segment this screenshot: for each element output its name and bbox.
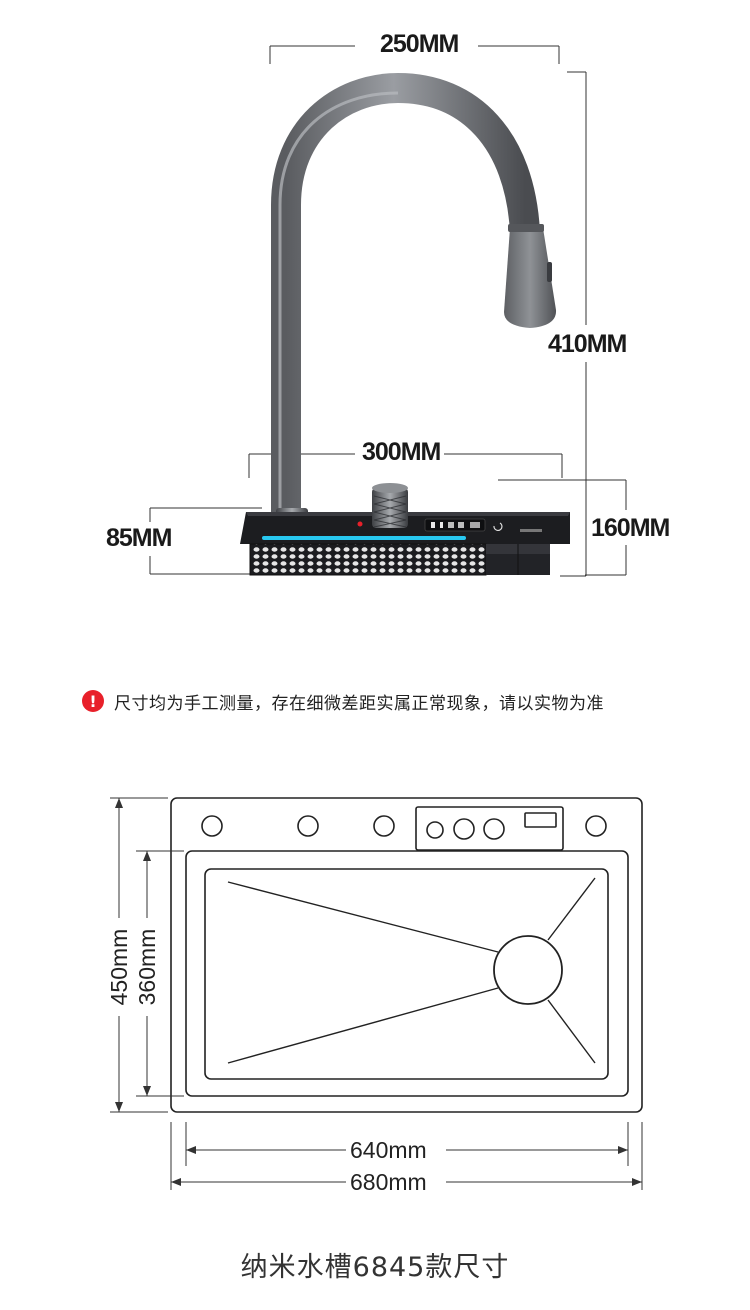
- control-button: [483, 818, 505, 840]
- label-sink-outer-width: 680mm: [350, 1169, 427, 1195]
- label-base-height: 160MM: [591, 514, 670, 542]
- control-knob: [372, 483, 408, 528]
- dim-line-height: [560, 71, 587, 577]
- exclamation-icon: !: [82, 690, 104, 712]
- dim-line-width: [269, 45, 560, 64]
- measurement-notice: ! 尺寸均为手工测量，存在细微差距实属正常现象，请以实物为准: [82, 686, 604, 716]
- control-button: [426, 821, 444, 839]
- faucet-spray-head: [504, 228, 557, 328]
- dim-line-base-width: [248, 453, 563, 478]
- sink-top-view: [110, 797, 643, 1190]
- drain-groove: [227, 987, 499, 1064]
- deck-hole: [201, 815, 223, 837]
- label-faucet-width: 250MM: [380, 30, 459, 58]
- deck-hole: [585, 815, 607, 837]
- sink-outer-outline: [170, 797, 643, 1113]
- faucet-gooseneck: [271, 72, 540, 518]
- drain-circle: [493, 935, 563, 1005]
- label-faucet-height: 410MM: [548, 330, 627, 358]
- label-sink-outer-height: 450mm: [106, 922, 132, 1012]
- product-caption: 纳米水槽6845款尺寸: [240, 1252, 510, 1283]
- faucet-illustration: [149, 45, 627, 577]
- control-button: [453, 818, 475, 840]
- label-sink-inner-height: 360mm: [134, 922, 160, 1012]
- sink-bowl-floor: [204, 868, 609, 1080]
- digital-display: [357, 518, 542, 532]
- perforated-panel: [249, 543, 487, 576]
- dim-line-base-height: [498, 479, 627, 576]
- display-window: [524, 812, 557, 828]
- deck-hole: [297, 815, 319, 837]
- sink-bowl-rim: [185, 850, 629, 1097]
- notice-text: 尺寸均为手工测量，存在细微差距实属正常现象，请以实物为准: [114, 693, 604, 714]
- label-base-width: 300MM: [362, 438, 441, 466]
- label-deck-height: 85MM: [106, 524, 172, 552]
- deck-hole: [373, 815, 395, 837]
- drain-groove: [547, 999, 596, 1064]
- led-strip: [262, 536, 466, 540]
- drain-groove: [547, 877, 596, 941]
- label-sink-inner-width: 640mm: [350, 1137, 427, 1163]
- dim-line-deck-height: [149, 507, 262, 575]
- control-panel-box: [415, 806, 564, 851]
- drain-groove: [227, 881, 499, 953]
